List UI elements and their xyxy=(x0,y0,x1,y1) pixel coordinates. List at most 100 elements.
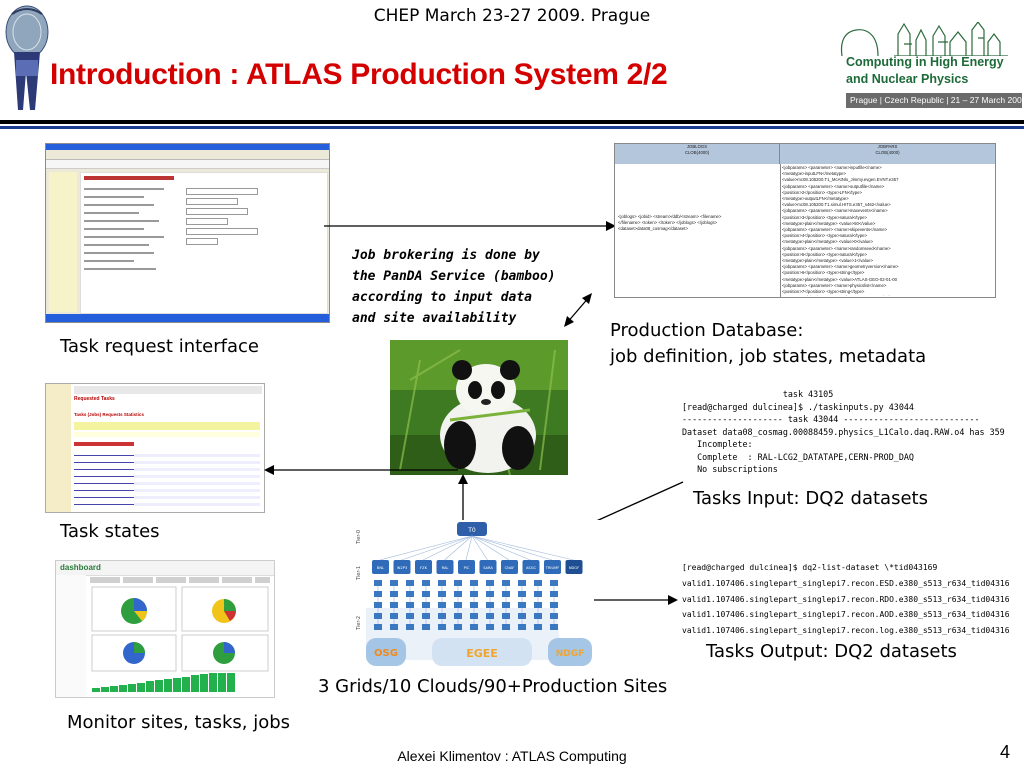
cloud-label: FZK xyxy=(420,566,428,570)
cloud-label: IN2P3 xyxy=(397,566,408,570)
terminal-input-line: Incomplete: xyxy=(682,439,753,449)
site-box xyxy=(454,591,462,597)
site-box xyxy=(406,602,414,608)
site-box xyxy=(518,613,526,619)
site-box xyxy=(550,613,558,619)
cloud-label: BNL xyxy=(377,566,384,570)
cloud-label: SARA xyxy=(483,566,493,570)
site-box xyxy=(454,580,462,586)
grid-label-osg: OSG xyxy=(374,648,398,659)
site-box xyxy=(438,580,446,586)
monitor-dashboard-screenshot: dashboard xyxy=(55,560,275,698)
site-box xyxy=(486,580,494,586)
db-col2-header: JOBPARS CLOB(4000) xyxy=(780,144,995,164)
site-box xyxy=(406,613,414,619)
site-box xyxy=(550,591,558,597)
site-box xyxy=(486,624,494,630)
terminal-input-line: -------------------- task 43044 --------… xyxy=(682,414,980,424)
tier-label-1: Tier-1 xyxy=(356,566,362,581)
page-number: 4 xyxy=(1000,742,1011,762)
site-box xyxy=(438,602,446,608)
terminal-input-line: task 43105 xyxy=(682,389,834,399)
caption-tasks-output: Tasks Output: DQ2 datasets xyxy=(706,641,957,662)
prague-skyline-icon xyxy=(840,22,1008,56)
atlas-figure-logo xyxy=(5,5,49,110)
site-box xyxy=(470,624,478,630)
site-box xyxy=(438,591,446,597)
cloud-box xyxy=(415,560,432,574)
site-box xyxy=(486,613,494,619)
terminal-input-line: [read@charged dulcinea]$ ./taskinputs.py… xyxy=(682,401,914,412)
site-box xyxy=(422,591,430,597)
site-box xyxy=(486,602,494,608)
site-box xyxy=(470,613,478,619)
site-box xyxy=(374,591,382,597)
site-box xyxy=(550,580,558,586)
tier-link xyxy=(379,535,473,561)
terminal-input-line: Dataset data08_cosmag.00088459.physics_L… xyxy=(682,426,1010,437)
tier-link xyxy=(471,535,531,561)
cloud-box xyxy=(479,560,497,574)
site-box xyxy=(422,580,430,586)
site-box xyxy=(502,613,510,619)
site-box xyxy=(486,591,494,597)
site-box xyxy=(390,591,398,597)
arrow-to-task-states xyxy=(264,465,458,475)
site-box xyxy=(550,602,558,608)
terminal-output-line: valid1.107406.singlepart_singlepi7.recon… xyxy=(682,594,1010,604)
tier-link xyxy=(471,535,574,561)
site-box xyxy=(374,613,382,619)
cloud-label: ASGC xyxy=(526,566,537,570)
cloud-label: TRIUMF xyxy=(545,566,560,570)
site-box xyxy=(518,591,526,597)
site-box xyxy=(534,580,542,586)
tier-label-0: Tier-0 xyxy=(356,530,362,545)
cloud-box xyxy=(565,560,583,574)
cloud-box xyxy=(372,560,389,574)
site-box xyxy=(550,624,558,630)
site-box xyxy=(422,624,430,630)
site-box xyxy=(390,624,398,630)
site-box xyxy=(438,613,446,619)
terminal-output-line: [read@charged dulcinea]$ dq2-list-datase… xyxy=(682,563,938,572)
cloud-label: CNAF xyxy=(505,566,515,570)
site-box xyxy=(438,624,446,630)
panda-image xyxy=(390,340,568,475)
caption-task-request-interface: Task request interface xyxy=(60,336,259,357)
cloud-box xyxy=(522,560,540,574)
tier-link xyxy=(401,535,473,561)
site-box xyxy=(502,624,510,630)
terminal-output-line: valid1.107406.singlepart_singlepi7.recon… xyxy=(682,610,1010,620)
cloud-box xyxy=(458,560,475,574)
arrow-to-database xyxy=(324,221,616,231)
site-box xyxy=(470,591,478,597)
production-database-table: JOBLOGS CLOB(4000) JOBPARS CLOB(4000) <j… xyxy=(614,143,996,298)
footer-author: Alexei Klimentov : ATLAS Computing xyxy=(397,748,627,764)
tier-link xyxy=(465,535,473,561)
site-box xyxy=(390,602,398,608)
cloud-label: PIC xyxy=(464,566,470,570)
task-request-screenshot xyxy=(45,143,330,323)
caption-monitor: Monitor sites, tasks, jobs xyxy=(67,712,291,733)
tier-link xyxy=(471,535,510,561)
site-box xyxy=(454,624,462,630)
brokering-note: Job brokering is done by the PanDA Servi… xyxy=(352,248,556,326)
site-box xyxy=(422,602,430,608)
site-box xyxy=(406,624,414,630)
site-box xyxy=(534,624,542,630)
site-box xyxy=(390,613,398,619)
cloud-box xyxy=(501,560,518,574)
site-box xyxy=(406,591,414,597)
cloud-label: NDGF xyxy=(569,566,579,570)
site-box xyxy=(470,580,478,586)
site-box xyxy=(534,591,542,597)
site-box xyxy=(518,580,526,586)
site-box xyxy=(502,602,510,608)
tasks-input-terminal: task 43105 [read@charged dulcinea]$ ./tas… xyxy=(678,388,1010,482)
tier-label-2: Tier-2 xyxy=(356,616,362,631)
site-box xyxy=(390,580,398,586)
slide-title: Introduction : ATLAS Production System 2… xyxy=(50,58,668,91)
chep-2009-logo: Computing in High Energy and Nuclear Phy… xyxy=(838,22,1022,118)
site-box xyxy=(502,580,510,586)
